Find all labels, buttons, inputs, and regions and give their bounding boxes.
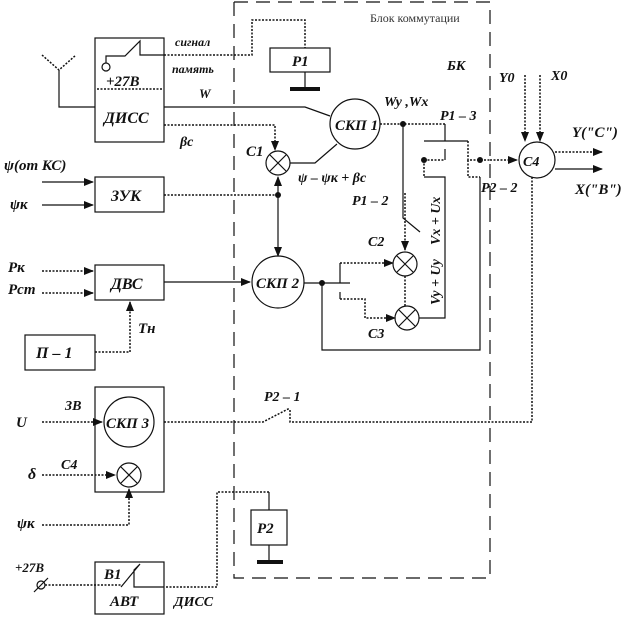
c1-summator bbox=[265, 150, 291, 176]
plus27-label: +27В bbox=[15, 560, 44, 575]
avt-block bbox=[94, 561, 165, 615]
signal-line bbox=[164, 19, 306, 56]
c4-label: С4 bbox=[523, 155, 539, 170]
relay-p1 bbox=[269, 47, 331, 91]
diss-label: ДИСС bbox=[102, 110, 149, 127]
vy-uy-label: Vy + Uy bbox=[429, 258, 444, 305]
t-n-label: Тн bbox=[138, 321, 156, 337]
p2-1-label: Р2 – 1 bbox=[264, 390, 301, 405]
diss-power-label: +27В bbox=[106, 74, 140, 90]
relay-p1-label: Р1 bbox=[292, 54, 309, 70]
p1-2-label: Р1 – 2 bbox=[352, 194, 389, 209]
antenna-icon bbox=[41, 54, 95, 108]
memory-label: память bbox=[172, 62, 214, 76]
w-label: W bbox=[199, 86, 212, 101]
bk-label: БК bbox=[446, 59, 467, 74]
beta-c-label: βc bbox=[179, 135, 194, 150]
x-out-label: X("В") bbox=[574, 182, 622, 198]
p1-3-contact bbox=[321, 124, 490, 351]
p-st-label: Рст bbox=[8, 282, 36, 298]
skp3-block bbox=[94, 386, 165, 493]
p-k-label: Рк bbox=[8, 260, 25, 276]
u-label: U bbox=[16, 415, 28, 431]
signal-label: сигнал bbox=[175, 35, 210, 49]
p1-3-label: Р1 – 3 bbox=[440, 109, 477, 124]
y-out-label: Y("С") bbox=[572, 125, 618, 141]
diss-bottom-label: ДИСС bbox=[172, 595, 214, 610]
c1-to-skp1 bbox=[290, 143, 338, 164]
c2-summator bbox=[392, 251, 418, 277]
c2-label: С2 bbox=[368, 235, 384, 250]
relay-p2-label: Р2 bbox=[257, 521, 274, 537]
switching-block-title: Блок коммутации bbox=[370, 11, 460, 25]
zv-label: ЗВ bbox=[64, 399, 81, 414]
dvs-label: ДВС bbox=[109, 276, 143, 293]
p1-2-line bbox=[402, 124, 421, 233]
psi-expression: ψ – ψк + βc bbox=[298, 171, 367, 186]
diss-block bbox=[94, 37, 165, 143]
zuk-label: ЗУК bbox=[110, 188, 142, 205]
c4-node bbox=[518, 141, 556, 179]
psi-k-label: ψк bbox=[10, 197, 28, 213]
skp1-label: СКП 1 bbox=[335, 118, 378, 134]
skp2-label: СКП 2 bbox=[256, 276, 300, 292]
relay-p2 bbox=[250, 492, 288, 564]
c3-label: С3 bbox=[368, 327, 384, 342]
terminal-icon bbox=[33, 577, 49, 593]
c3-summator bbox=[394, 305, 420, 331]
c1-label: С1 bbox=[246, 144, 264, 160]
c4-left-label: С4 bbox=[61, 458, 77, 473]
y0-label: Y0 bbox=[499, 71, 515, 86]
x0-label: X0 bbox=[550, 69, 567, 84]
avt-switch-label: В1 bbox=[103, 567, 122, 583]
psi-k2-label: ψк bbox=[17, 516, 35, 532]
switching-block-border bbox=[233, 1, 491, 579]
beta-line bbox=[164, 124, 279, 151]
p2-2-label: Р2 – 2 bbox=[481, 181, 518, 196]
vx-ux-label: Vx + Ux bbox=[429, 197, 444, 245]
p1-source-label: П – 1 bbox=[35, 345, 72, 362]
wy-wx-label: Wy ,Wx bbox=[384, 95, 428, 110]
p2-1-switch bbox=[164, 407, 291, 423]
w-line bbox=[164, 106, 331, 117]
p1-source-block bbox=[24, 334, 96, 371]
psi-ks-label: ψ(от КС) bbox=[4, 158, 66, 174]
delta-label: δ bbox=[28, 466, 36, 483]
skp3-label: СКП 3 bbox=[106, 416, 150, 432]
avt-label: АВТ bbox=[109, 594, 139, 610]
